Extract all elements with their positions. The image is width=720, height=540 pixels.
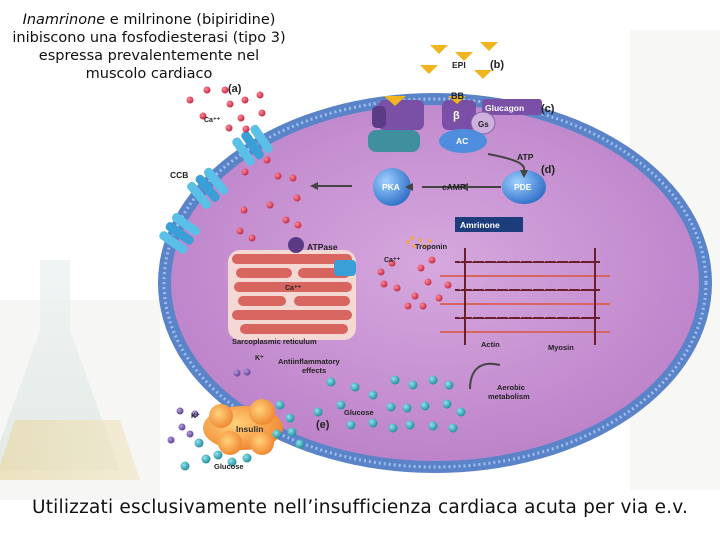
label-k-out: K⁺ bbox=[191, 413, 200, 420]
label-glucose-out: Glucose bbox=[214, 462, 244, 471]
label-ccb: CCB bbox=[170, 170, 188, 180]
label-troponin: Troponin bbox=[415, 242, 447, 251]
label-bb: BB bbox=[451, 91, 464, 101]
bottom-caption: Utilizzati esclusivamente nell’insuffici… bbox=[0, 497, 720, 518]
atpase-node bbox=[288, 237, 304, 253]
ryanodine-channel bbox=[334, 260, 356, 276]
label-k-top: K⁺ bbox=[255, 355, 264, 362]
label-panel-e: (e) bbox=[316, 419, 330, 431]
label-antiinflammatory: Antiinflammatory bbox=[278, 357, 341, 366]
label-aerobic: Aerobic bbox=[497, 383, 525, 392]
label-ca-out: Ca⁺⁺ bbox=[204, 117, 221, 124]
label-ca-sr: Ca⁺⁺ bbox=[285, 285, 302, 292]
label-glucose-in: Glucose bbox=[344, 408, 374, 417]
label-panel-c: (c) bbox=[541, 103, 555, 115]
label-panel-a: (a) bbox=[228, 83, 242, 95]
label-actin: Actin bbox=[481, 340, 500, 349]
label-insulin: Insulin bbox=[236, 424, 263, 434]
label-effects: effects bbox=[302, 366, 326, 375]
label-epi: EPI bbox=[452, 60, 466, 70]
label-atp: ATP bbox=[517, 152, 534, 162]
label-metabolism: metabolism bbox=[488, 392, 530, 401]
label-beta: β bbox=[453, 110, 460, 122]
label-panel-b: (b) bbox=[490, 59, 504, 71]
label-sr: Sarcoplasmic reticulum bbox=[232, 337, 317, 346]
label-pka: PKA bbox=[382, 182, 400, 192]
label-glucagon: Glucagon bbox=[485, 103, 524, 113]
label-ca-in: Ca⁺⁺ bbox=[384, 257, 401, 264]
label-gs: Gs bbox=[478, 120, 489, 129]
label-panel-d: (d) bbox=[541, 164, 555, 176]
label-myosin: Myosin bbox=[548, 343, 574, 352]
label-camp: cAMP bbox=[442, 182, 466, 192]
label-pde: PDE bbox=[514, 182, 532, 192]
label-amrinone: Amrinone bbox=[460, 220, 500, 230]
ac-pad bbox=[368, 130, 420, 152]
label-ac: AC bbox=[456, 136, 468, 146]
label-atpase: ATPase bbox=[307, 242, 338, 252]
